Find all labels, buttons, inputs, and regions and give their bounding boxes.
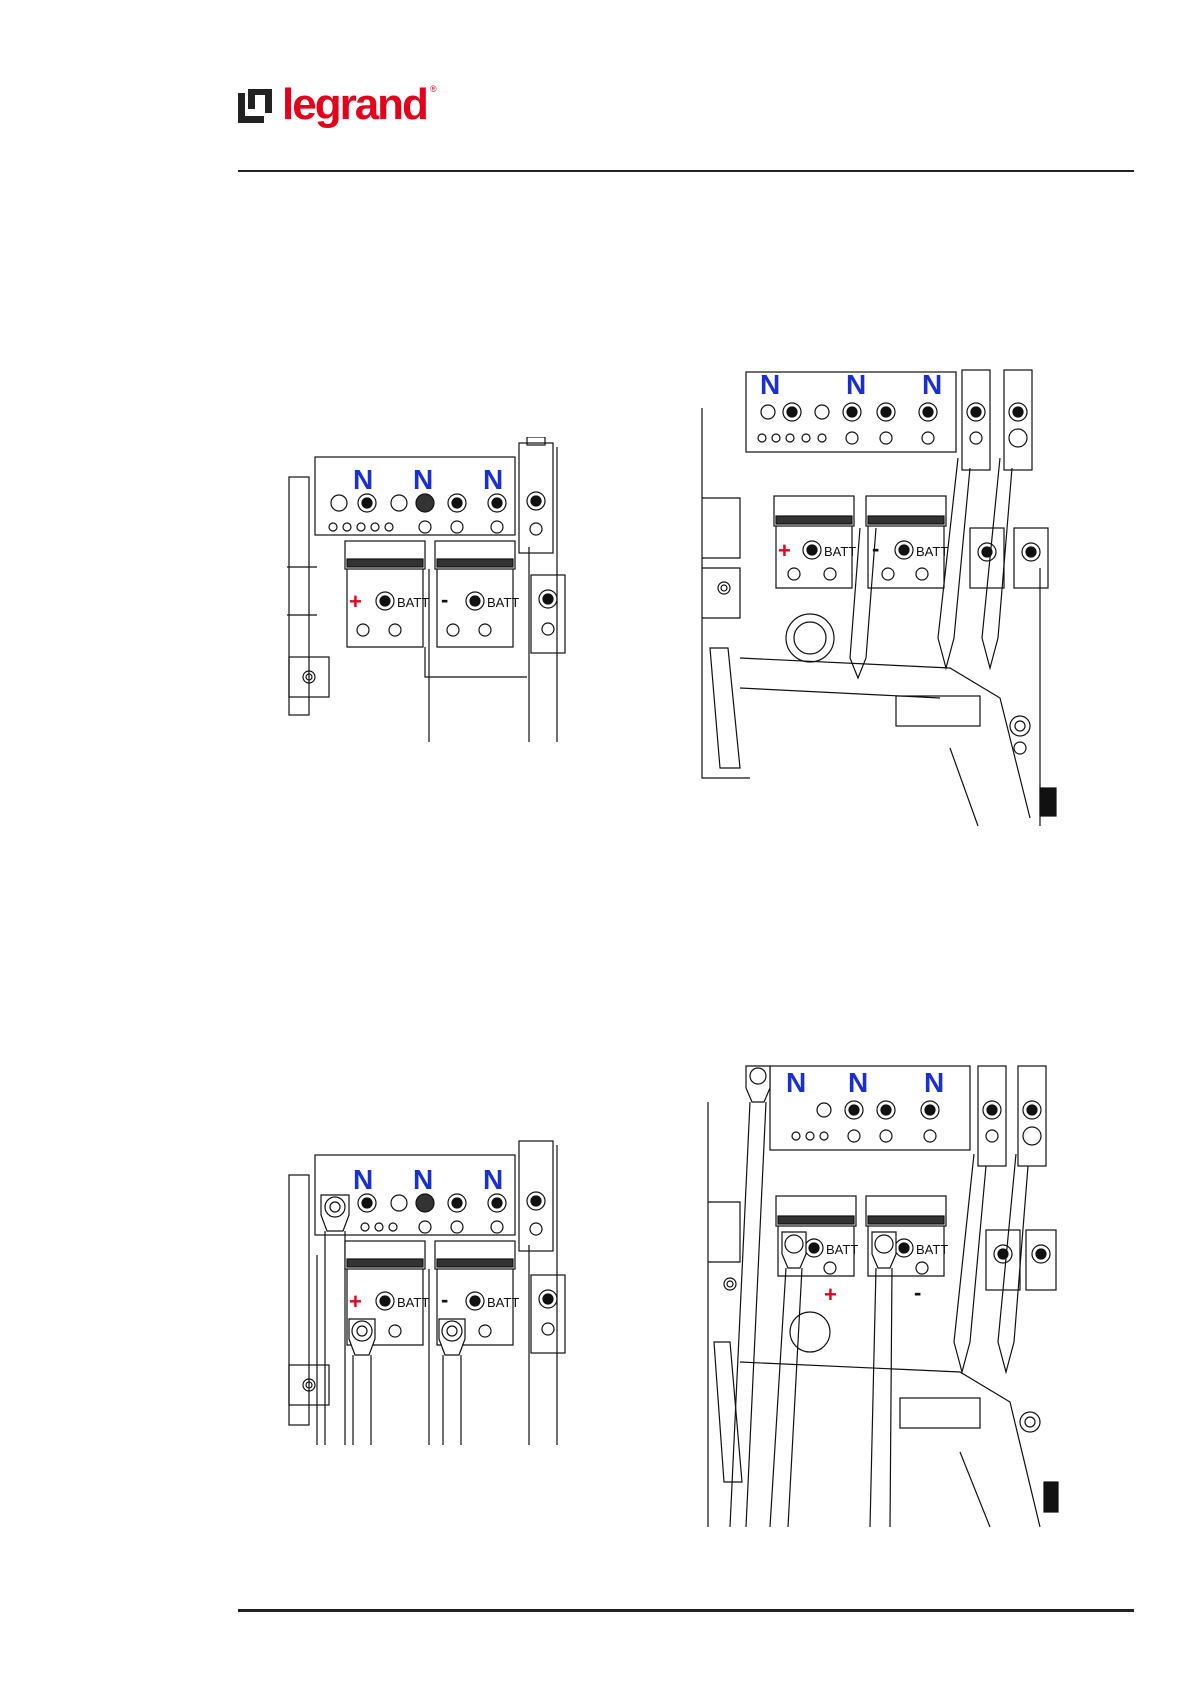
header-rule: [238, 170, 1134, 172]
figure-bottom-left: N N N + - BATT BATT: [287, 1135, 587, 1465]
batt-label: BATT: [397, 1295, 429, 1310]
batt-label: BATT: [397, 595, 429, 610]
neutral-label: N: [922, 369, 942, 400]
plus-sign: +: [349, 1289, 362, 1314]
neutral-label: N: [848, 1067, 868, 1098]
batt-label: BATT: [824, 544, 856, 559]
neutral-label: N: [924, 1067, 944, 1098]
neutral-label: N: [413, 1164, 433, 1195]
batt-label: BATT: [916, 544, 948, 559]
legrand-logo-icon: [238, 89, 272, 123]
neutral-label: N: [353, 1164, 373, 1195]
legrand-wordmark: legrand: [282, 80, 427, 130]
legrand-logo: legrand ®: [238, 86, 438, 134]
neutral-label: N: [413, 464, 433, 495]
minus-sign: -: [914, 1280, 921, 1305]
figure-top-left: N N N + - BATT BATT: [287, 437, 587, 757]
batt-label: BATT: [487, 1295, 519, 1310]
footer-rule: [238, 1609, 1134, 1612]
plus-sign: +: [349, 589, 362, 614]
batt-label: BATT: [487, 595, 519, 610]
batt-label: BATT: [916, 1242, 948, 1257]
minus-sign: -: [441, 587, 448, 612]
neutral-label: N: [483, 1164, 503, 1195]
neutral-label: N: [786, 1067, 806, 1098]
figure-top-right: N N N + - BATT BATT: [700, 368, 1060, 828]
minus-sign: -: [441, 1287, 448, 1312]
neutral-label: N: [483, 464, 503, 495]
neutral-label: N: [353, 464, 373, 495]
neutral-label: N: [846, 369, 866, 400]
plus-sign: +: [778, 538, 791, 563]
figure-bottom-right: N N N BATT BATT + -: [700, 1062, 1060, 1532]
batt-label: BATT: [826, 1242, 858, 1257]
registered-mark: ®: [430, 84, 437, 94]
neutral-label: N: [760, 369, 780, 400]
plus-sign: +: [824, 1282, 837, 1307]
